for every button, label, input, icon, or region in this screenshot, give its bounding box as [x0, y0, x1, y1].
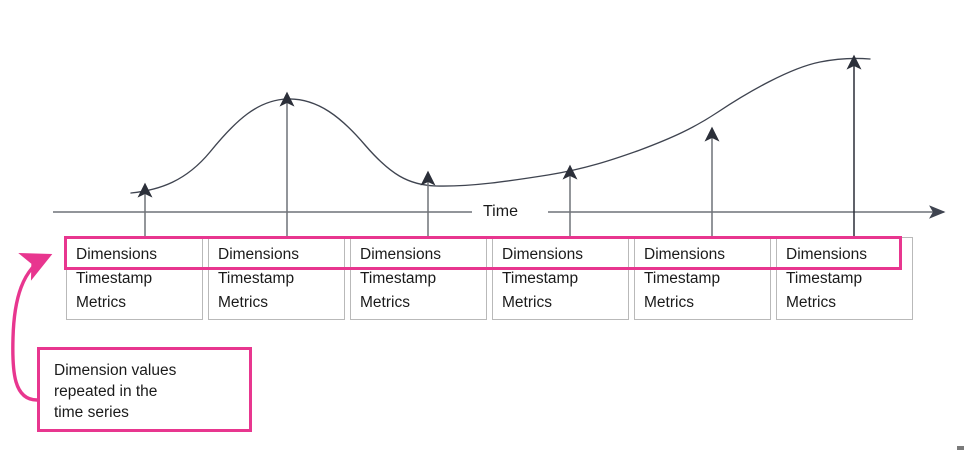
record-dimensions-label: Dimensions [76, 246, 157, 263]
record-metrics-label: Metrics [644, 294, 694, 311]
record-box: Dimensions Timestamp Metrics [350, 237, 487, 320]
callout-line-3: time series [54, 404, 129, 421]
record-dimensions-label: Dimensions [502, 246, 583, 263]
record-timestamp-label: Timestamp [502, 270, 579, 287]
record-timestamp-label: Timestamp [76, 270, 153, 287]
time-axis-label: Time [476, 203, 525, 221]
record-metrics-label: Metrics [360, 294, 410, 311]
record-dimensions-label: Dimensions [360, 246, 441, 263]
callout-connector-arrow [11, 252, 53, 402]
record-timestamp-label: Timestamp [786, 270, 863, 287]
record-box: Dimensions Timestamp Metrics [208, 237, 345, 320]
corner-artifact [957, 446, 964, 450]
time-series-curve [130, 57, 871, 194]
record-timestamp-label: Timestamp [644, 270, 721, 287]
callout-line-2: repeated in the [54, 383, 158, 400]
callout-box: Dimension values repeated in the time se… [37, 347, 252, 432]
callout-line-1: Dimension values [54, 362, 177, 379]
record-metrics-label: Metrics [786, 294, 836, 311]
record-dimensions-label: Dimensions [786, 246, 867, 263]
record-box: Dimensions Timestamp Metrics [66, 237, 203, 320]
dimensions-row-highlight [64, 236, 902, 270]
record-timestamp-label: Timestamp [360, 270, 437, 287]
record-box: Dimensions Timestamp Metrics [492, 237, 629, 320]
record-timestamp-label: Timestamp [218, 270, 295, 287]
callout-text: Dimension values repeated in the time se… [54, 360, 176, 423]
record-metrics-label: Metrics [218, 294, 268, 311]
record-dimensions-label: Dimensions [644, 246, 725, 263]
record-dimensions-label: Dimensions [218, 246, 299, 263]
record-metrics-label: Metrics [76, 294, 126, 311]
record-box: Dimensions Timestamp Metrics [776, 237, 913, 320]
record-metrics-label: Metrics [502, 294, 552, 311]
